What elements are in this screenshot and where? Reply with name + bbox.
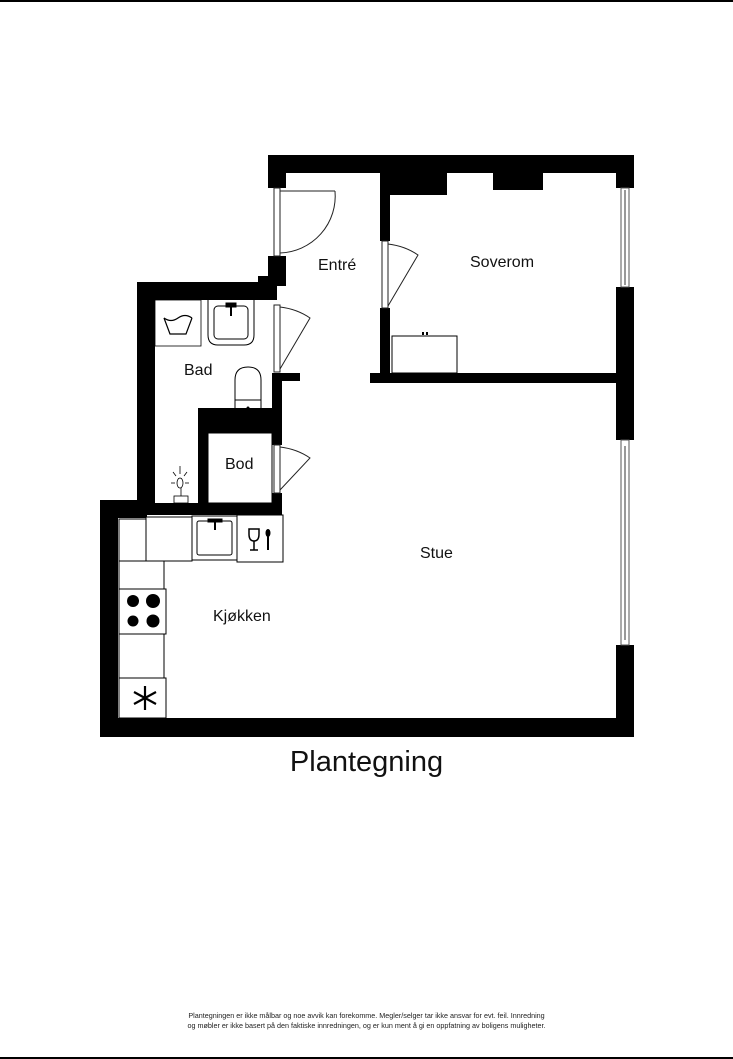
washing-machine-icon — [154, 299, 202, 347]
room-label-soverom: Soverom — [470, 254, 535, 271]
bottom-border — [0, 1057, 733, 1059]
walls — [100, 155, 634, 737]
toilet-icon — [234, 366, 262, 415]
room-label-kjokken: Kjøkken — [213, 608, 271, 625]
shower-icon — [171, 466, 189, 504]
top-border — [0, 0, 733, 2]
dishwasher-icon — [236, 514, 284, 563]
room-label-bod: Bod — [225, 456, 254, 473]
doors — [273, 187, 419, 494]
windows — [620, 187, 630, 646]
stove-icon — [118, 588, 167, 635]
room-label-bad: Bad — [184, 362, 213, 379]
kitchen-sink-icon — [191, 515, 238, 561]
kitchen-counters — [118, 516, 193, 679]
bod-outline — [207, 432, 273, 504]
plan-title: Plantegning — [289, 746, 444, 778]
disclaimer-line-2: og møbler er ikke basert på den faktiske… — [187, 1021, 546, 1030]
disclaimer: Plantegningen er ikke målbar og noe avvi… — [0, 1011, 733, 1031]
fridge-freezer-icon — [118, 677, 167, 719]
room-label-entre: Entré — [318, 257, 357, 274]
disclaimer-line-1: Plantegningen er ikke målbar og noe avvi… — [188, 1011, 545, 1020]
dresser — [391, 332, 458, 374]
room-label-stue: Stue — [420, 545, 453, 562]
sink-icon — [207, 300, 255, 346]
